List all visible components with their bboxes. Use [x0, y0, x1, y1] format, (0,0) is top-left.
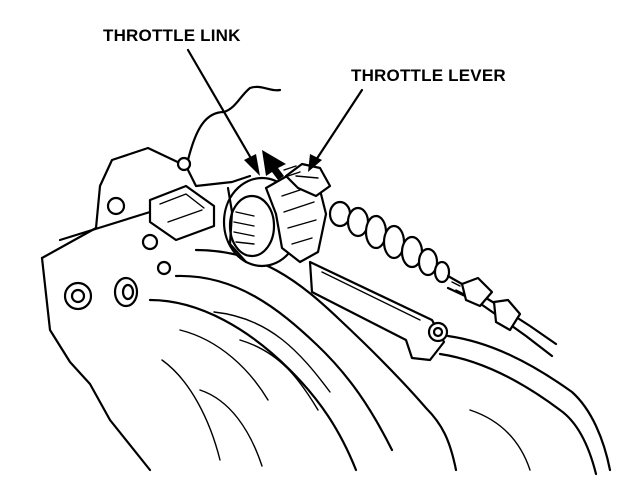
hose-right [438, 352, 598, 476]
mounting-bracket [148, 184, 216, 242]
engine-body-left-edge [40, 256, 152, 472]
throttle-link-label: THROTTLE LINK [103, 26, 241, 45]
cable-boot [328, 200, 451, 284]
throttle-link-leader [186, 48, 254, 162]
throttle-link-arrowhead [244, 154, 260, 176]
intake-runner-mid [174, 274, 394, 452]
throttle-lever [284, 162, 332, 198]
cable-adjust-nut [451, 276, 522, 332]
drum-ribs [233, 211, 255, 245]
engine-body-outline [40, 146, 252, 260]
intake-runner-lower [148, 298, 358, 472]
throttle-lever-arrowhead [308, 154, 322, 172]
throttle-lever-label: THROTTLE LEVER [351, 66, 506, 85]
wire-harness [186, 85, 282, 162]
throttle-lever-leader [314, 88, 364, 162]
pointer-arrow-icon [262, 150, 286, 180]
bolt-heads [63, 156, 192, 311]
engine-base-line [58, 210, 152, 242]
